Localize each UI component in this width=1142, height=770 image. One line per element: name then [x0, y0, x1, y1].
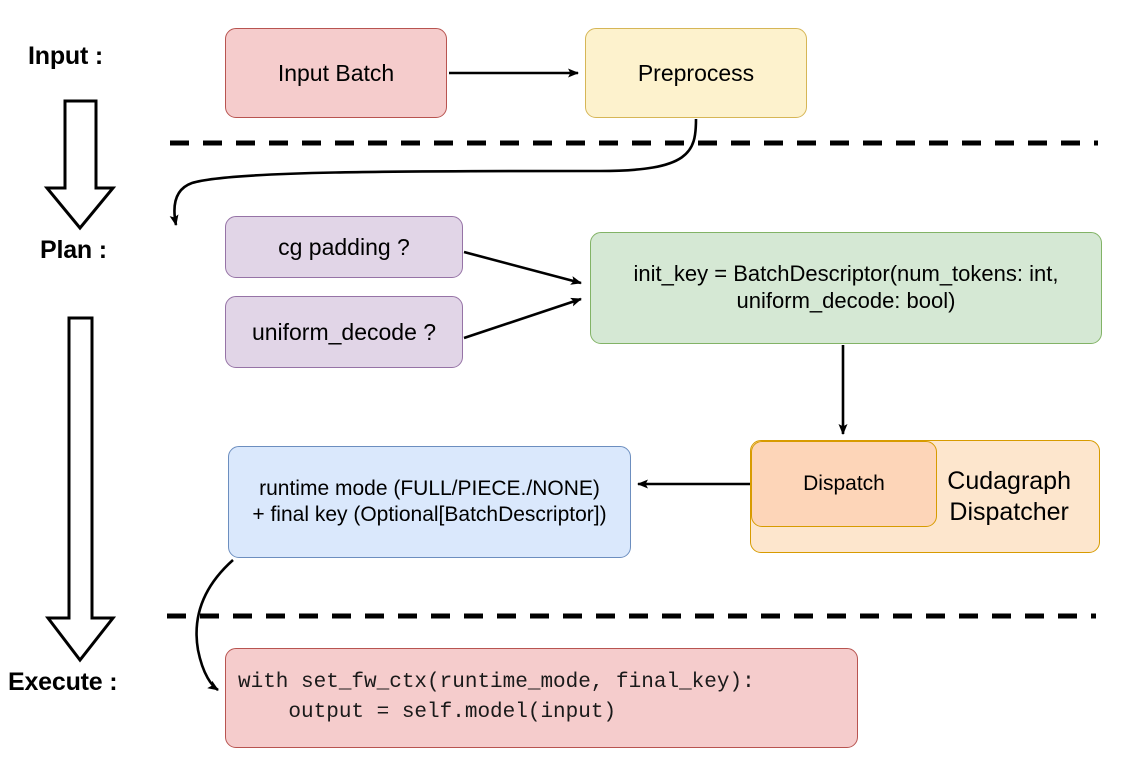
node-cg-padding-label: cg padding ?	[278, 233, 410, 260]
node-init-key-line2: uniform_decode: bool)	[736, 288, 956, 313]
edge-uniform-decode-to-init-key	[463, 297, 582, 340]
node-input-batch[interactable]: Input Batch	[225, 28, 447, 118]
node-runtime-mode-line1: runtime mode (FULL/PIECE./NONE)	[259, 477, 600, 501]
plan-to-execute-arrow	[44, 316, 117, 663]
stage-label-plan: Plan :	[40, 236, 107, 264]
node-init-key[interactable]: init_key = BatchDescriptor(num_tokens: i…	[590, 232, 1102, 344]
node-uniform-decode[interactable]: uniform_decode ?	[225, 296, 463, 368]
input-to-plan-arrow	[43, 99, 117, 231]
node-preprocess-label: Preprocess	[637, 59, 755, 86]
node-uniform-decode-label: uniform_decode ?	[251, 318, 437, 345]
node-code-block-line1: with set_fw_ctx(runtime_mode, final_key)…	[238, 670, 755, 694]
node-code-block-line2: output = self.model(input)	[238, 701, 617, 724]
node-cudagraph-dispatcher-text: Cudagraph Dispatcher	[947, 466, 1071, 527]
edge-cg-padding-to-init-key	[463, 250, 582, 285]
node-init-key-text: init_key = BatchDescriptor(num_tokens: i…	[634, 261, 1059, 315]
node-runtime-mode-line2: + final key (Optional[BatchDescriptor])	[252, 503, 607, 526]
node-init-key-line1: init_key = BatchDescriptor(num_tokens: i…	[633, 261, 1059, 287]
node-code-block-text: with set_fw_ctx(runtime_mode, final_key)…	[238, 668, 755, 729]
node-input-batch-label: Input Batch	[277, 59, 395, 86]
stage-label-input: Input :	[28, 42, 103, 70]
node-cudagraph-dispatcher-line1: Cudagraph	[947, 467, 1071, 495]
node-runtime-mode[interactable]: runtime mode (FULL/PIECE./NONE) + final …	[228, 446, 631, 558]
node-cg-padding[interactable]: cg padding ?	[225, 216, 463, 278]
node-dispatch-label: Dispatch	[803, 472, 885, 496]
node-cudagraph-dispatcher-line2: Dispatcher	[949, 497, 1069, 526]
node-runtime-mode-text: runtime mode (FULL/PIECE./NONE) + final …	[252, 476, 606, 527]
node-preprocess[interactable]: Preprocess	[585, 28, 807, 118]
node-code-block[interactable]: with set_fw_ctx(runtime_mode, final_key)…	[225, 648, 858, 748]
stage-label-execute: Execute :	[8, 668, 118, 696]
edge-preprocess-to-cg-padding	[169, 118, 698, 226]
node-dispatch[interactable]: Dispatch	[751, 441, 937, 527]
